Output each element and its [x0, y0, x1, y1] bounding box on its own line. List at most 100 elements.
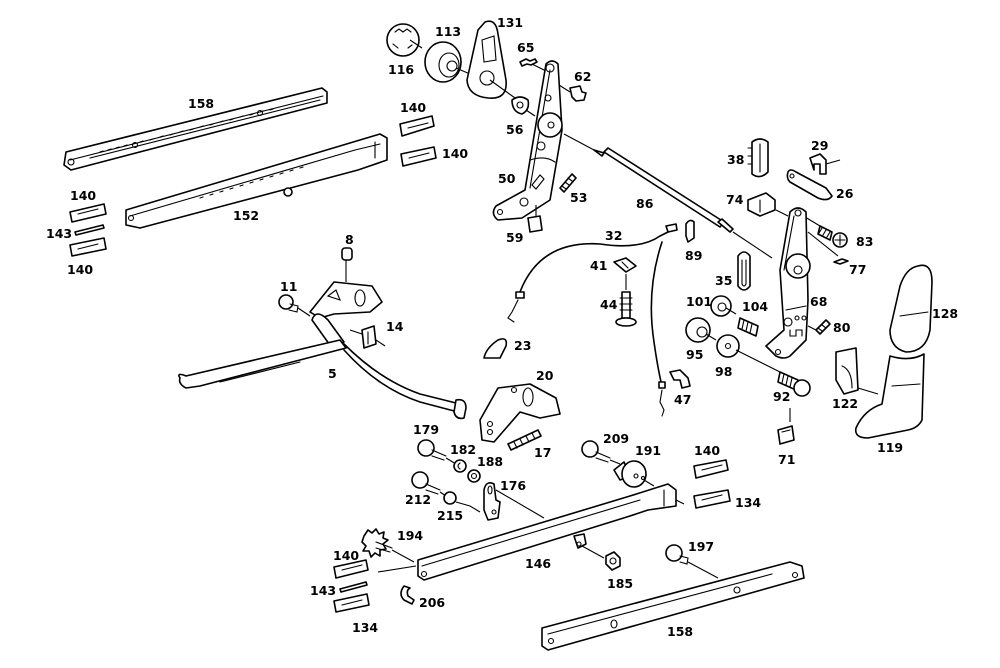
- washer-188[interactable]: [467, 469, 481, 483]
- bracket-29[interactable]: [809, 153, 841, 175]
- label-56: 56: [506, 122, 524, 137]
- bolt-212[interactable]: [411, 471, 447, 497]
- label-131: 131: [497, 15, 523, 30]
- clip-71[interactable]: [777, 408, 795, 445]
- part-116-ring[interactable]: [386, 23, 423, 57]
- bushing-140-e[interactable]: [333, 559, 369, 579]
- spring-17[interactable]: [507, 429, 542, 451]
- label-14: 14: [386, 319, 404, 334]
- bolt-11[interactable]: [278, 294, 311, 317]
- bushing-101[interactable]: [710, 295, 737, 317]
- part-labels: 158 140 140 140 143 140 152 116 113 131 …: [46, 15, 958, 639]
- screw-83[interactable]: [799, 213, 848, 248]
- bushing-134-a[interactable]: [333, 593, 370, 613]
- bolt-194[interactable]: [361, 528, 415, 563]
- spring-80[interactable]: [807, 319, 831, 335]
- washer-215[interactable]: [443, 491, 481, 513]
- washer-98[interactable]: [716, 334, 781, 373]
- clip-47[interactable]: [669, 369, 691, 389]
- pin-143-a[interactable]: [74, 224, 105, 236]
- lever-5[interactable]: [178, 313, 467, 420]
- bolt-92[interactable]: [777, 371, 811, 397]
- label-140-d: 140: [67, 262, 93, 277]
- label-62: 62: [574, 69, 591, 84]
- label-128: 128: [932, 306, 958, 321]
- label-116: 116: [388, 62, 414, 77]
- clip-206[interactable]: [400, 585, 415, 605]
- bolt-179[interactable]: [417, 439, 457, 465]
- clip-65[interactable]: [519, 58, 549, 73]
- label-35: 35: [715, 273, 732, 288]
- slot-cover-35[interactable]: [737, 251, 751, 291]
- bolt-197[interactable]: [665, 544, 719, 579]
- label-194: 194: [397, 528, 423, 543]
- lever-plate-50[interactable]: [492, 60, 563, 221]
- bushing-95[interactable]: [685, 317, 717, 343]
- label-68: 68: [810, 294, 827, 309]
- label-140-b: 140: [442, 146, 468, 161]
- label-98: 98: [715, 364, 732, 379]
- pad-38[interactable]: [747, 138, 769, 178]
- label-122: 122: [832, 396, 858, 411]
- rail-158-upper[interactable]: [63, 87, 328, 171]
- label-158-lower: 158: [667, 624, 693, 639]
- label-44: 44: [600, 297, 618, 312]
- clip-59[interactable]: [527, 205, 543, 233]
- bracket-20[interactable]: [479, 383, 561, 443]
- recliner-plate-68[interactable]: [765, 207, 811, 359]
- label-23: 23: [514, 338, 531, 353]
- label-5: 5: [328, 366, 337, 381]
- label-83: 83: [856, 234, 873, 249]
- label-140-c: 140: [70, 188, 96, 203]
- cap-8[interactable]: [341, 247, 353, 282]
- label-26: 26: [836, 186, 854, 201]
- label-197: 197: [688, 539, 714, 554]
- roller-191[interactable]: [613, 460, 655, 488]
- rail-152[interactable]: [125, 133, 388, 229]
- label-29: 29: [811, 138, 828, 153]
- label-53: 53: [570, 190, 587, 205]
- bolt-209[interactable]: [581, 440, 621, 465]
- washer-182[interactable]: [453, 459, 467, 473]
- trim-cover-128[interactable]: [889, 264, 933, 353]
- label-104: 104: [742, 299, 768, 314]
- bracket-122[interactable]: [835, 347, 879, 395]
- spring-53[interactable]: [559, 173, 577, 193]
- spring-104[interactable]: [737, 317, 759, 337]
- washer-56[interactable]: [511, 96, 536, 117]
- knob-113[interactable]: [424, 41, 471, 83]
- bracket-176[interactable]: [483, 482, 545, 521]
- cover-131[interactable]: [466, 20, 516, 99]
- rail-158-lower[interactable]: [541, 561, 805, 651]
- cable-86[interactable]: [563, 133, 773, 259]
- label-89: 89: [685, 248, 702, 263]
- clip-77[interactable]: [807, 231, 849, 265]
- screw-44[interactable]: [615, 291, 637, 327]
- label-32: 32: [605, 228, 622, 243]
- clip-41[interactable]: [613, 257, 637, 290]
- clip-74[interactable]: [747, 192, 789, 217]
- label-80: 80: [833, 320, 851, 335]
- rail-146[interactable]: [377, 483, 685, 581]
- label-113: 113: [435, 24, 461, 39]
- label-47: 47: [674, 392, 691, 407]
- clip-14[interactable]: [349, 325, 386, 349]
- label-86: 86: [636, 196, 654, 211]
- pin-143-b[interactable]: [339, 581, 368, 593]
- bushing-140-f[interactable]: [693, 459, 729, 479]
- block-23[interactable]: [483, 338, 508, 359]
- label-11: 11: [280, 279, 297, 294]
- bushing-134-b[interactable]: [693, 489, 731, 509]
- trim-cover-119[interactable]: [854, 353, 925, 439]
- cable-32[interactable]: [507, 223, 678, 417]
- bracket-upper[interactable]: [309, 281, 383, 319]
- bushing-140-a[interactable]: [399, 115, 435, 137]
- nut-185[interactable]: [605, 551, 621, 571]
- handle-26[interactable]: [786, 169, 833, 201]
- bushing-140-d[interactable]: [69, 237, 107, 257]
- bushing-140-b[interactable]: [400, 146, 437, 167]
- clip-89[interactable]: [685, 219, 695, 243]
- label-143-a: 143: [46, 226, 72, 241]
- bushing-140-c[interactable]: [69, 203, 107, 223]
